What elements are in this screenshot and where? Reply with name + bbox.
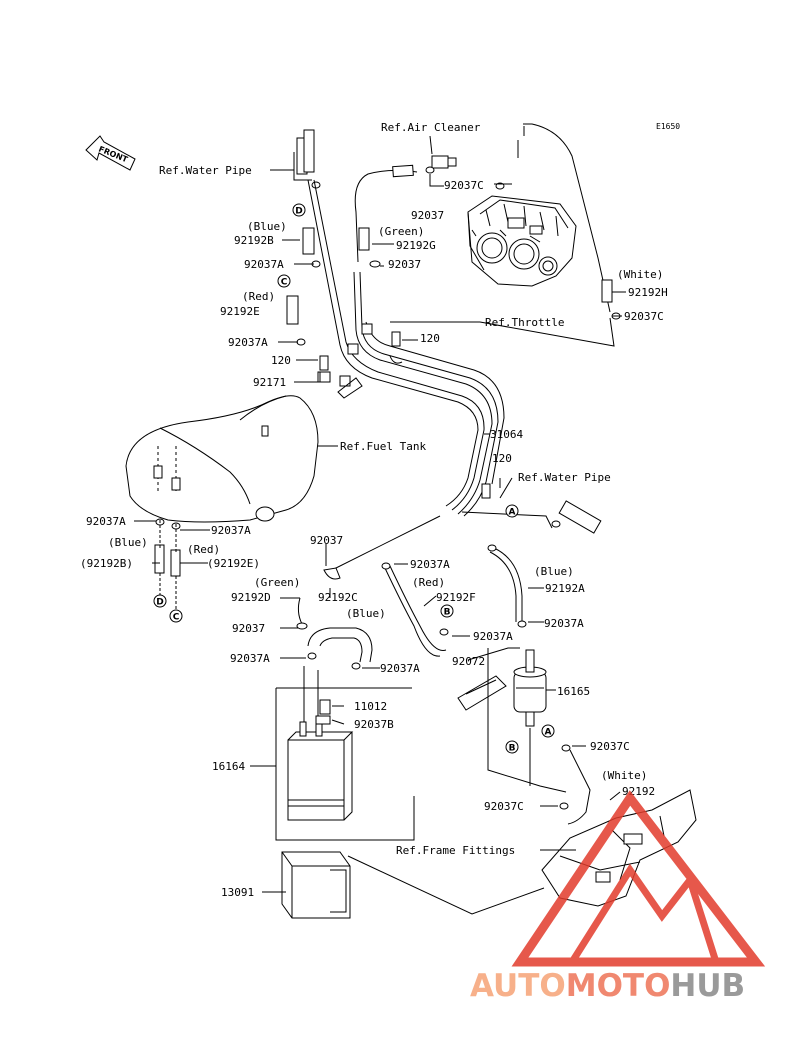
part-label: 92037B xyxy=(354,718,394,731)
part-label: 92037C xyxy=(444,179,484,192)
fuel-tank xyxy=(125,395,319,523)
ref-frame-fittings: Ref.Frame Fittings xyxy=(396,844,515,857)
part-label: 92037A xyxy=(473,630,513,643)
part-label: 92192H xyxy=(628,286,668,299)
part-label: (Blue) xyxy=(534,565,574,578)
ref-water-pipe-mid: Ref.Water Pipe xyxy=(518,471,611,484)
part-label: 92037A xyxy=(86,515,126,528)
part-label: 92037A xyxy=(410,558,450,571)
water-pipe-mid xyxy=(461,500,602,534)
part-label: 92192B xyxy=(234,234,274,247)
part-label: 120 xyxy=(492,452,512,465)
water-pipe-top xyxy=(296,129,321,189)
part-label: 92192E xyxy=(220,305,260,318)
part-label: 92192D xyxy=(231,591,271,604)
svg-text:D: D xyxy=(156,598,163,608)
connector-c-left: C xyxy=(169,609,183,623)
part-label: 92037A xyxy=(544,617,584,630)
part-label: 11012 xyxy=(354,700,387,713)
ref-air-cleaner: Ref.Air Cleaner xyxy=(381,121,481,134)
part-label: 92192G xyxy=(396,239,436,252)
part-label: 31064 xyxy=(490,428,523,441)
svg-text:C: C xyxy=(173,613,180,623)
part-label: 16165 xyxy=(557,685,590,698)
part-label: (92192E) xyxy=(207,557,260,570)
part-label: 92072 xyxy=(452,655,485,668)
separator xyxy=(513,649,547,727)
svg-text:C: C xyxy=(281,278,288,288)
pipe-assembly xyxy=(307,179,505,517)
ref-throttle: Ref.Throttle xyxy=(485,316,564,329)
part-label: (White) xyxy=(617,268,663,281)
part-label: (Red) xyxy=(412,576,445,589)
part-label: (Blue) xyxy=(247,220,287,233)
front-arrow: FRONT xyxy=(85,135,136,171)
svg-text:A: A xyxy=(509,508,516,518)
canister xyxy=(287,666,354,821)
part-label: (Green) xyxy=(378,225,424,238)
ref-fuel-tank: Ref.Fuel Tank xyxy=(340,440,426,453)
svg-text:D: D xyxy=(295,207,302,217)
hose-green-mid xyxy=(331,515,441,571)
connector-d-left: D xyxy=(153,594,167,608)
part-label: 92037A xyxy=(380,662,420,675)
part-label: 16164 xyxy=(212,760,245,773)
connector-c-top: C xyxy=(277,274,291,288)
part-label: (Blue) xyxy=(108,536,148,549)
part-label: 92037 xyxy=(232,622,265,635)
part-label: 92192F xyxy=(436,591,476,604)
part-label: 92037A xyxy=(228,336,268,349)
part-label: 92037C xyxy=(484,800,524,813)
part-label: 92037 xyxy=(310,534,343,547)
diagram-code: E1650 xyxy=(656,122,680,131)
part-label: 92192C xyxy=(318,591,358,604)
throttle-body xyxy=(467,195,577,287)
part-label: 120 xyxy=(420,332,440,345)
part-label: 92192A xyxy=(545,582,585,595)
connector-b-mid: B xyxy=(440,604,454,618)
part-label: 92037 xyxy=(388,258,421,271)
part-label: 120 xyxy=(271,354,291,367)
part-label: 92037C xyxy=(624,310,664,323)
svg-text:A: A xyxy=(545,728,552,738)
watermark-text: AUTOMOTOHUB xyxy=(470,968,745,1004)
watermark-logo xyxy=(511,790,766,967)
part-label: (White) xyxy=(601,769,647,782)
hose-blue-u xyxy=(307,627,373,663)
svg-text:B: B xyxy=(444,608,451,618)
air-cleaner-fitting xyxy=(425,155,457,174)
part-label: 13091 xyxy=(221,886,254,899)
part-label: 92037C xyxy=(590,740,630,753)
connector-d-top: D xyxy=(292,203,306,217)
part-label: (Red) xyxy=(242,290,275,303)
part-label: (Blue) xyxy=(346,607,386,620)
svg-text:B: B xyxy=(509,744,516,754)
bracket xyxy=(457,675,507,711)
part-label: (92192B) xyxy=(80,557,133,570)
hose-white-right xyxy=(523,123,611,313)
part-label: (Red) xyxy=(187,543,220,556)
canister-holder xyxy=(281,851,351,919)
part-label: 92037A xyxy=(211,524,251,537)
connector-a-mid: A xyxy=(505,504,519,518)
part-label: 92037A xyxy=(244,258,284,271)
frame-fittings xyxy=(541,789,697,907)
part-label: 92037 xyxy=(411,209,444,222)
part-label: (Green) xyxy=(254,576,300,589)
connector-a-lower: A xyxy=(541,724,555,738)
ref-water-pipe-top: Ref.Water Pipe xyxy=(159,164,252,177)
connector-b-lower: B xyxy=(505,740,519,754)
part-label: 92037A xyxy=(230,652,270,665)
part-label: 92171 xyxy=(253,376,286,389)
